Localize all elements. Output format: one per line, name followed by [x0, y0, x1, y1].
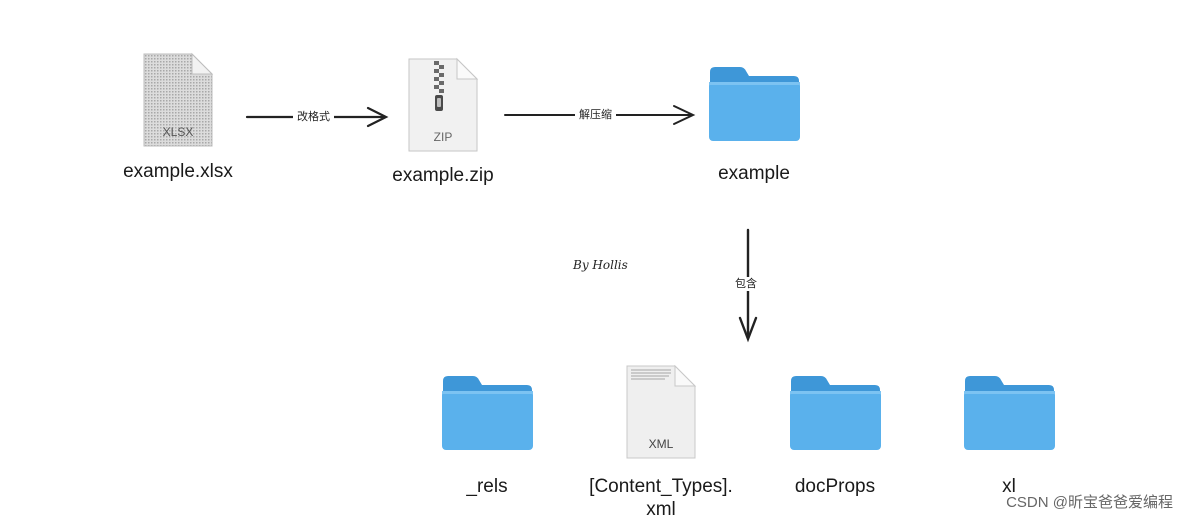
xl-folder-item[interactable]: xl [941, 373, 1077, 498]
zip-file-icon: ZIP [407, 57, 479, 153]
folder-icon [961, 373, 1057, 453]
example-folder-name: example [718, 163, 790, 184]
xlsx-file-icon: XLSX [142, 52, 214, 148]
xlsx-file-name: example.xlsx [123, 161, 233, 182]
zip-file-name: example.zip [392, 165, 494, 186]
content-types-file-name: [Content_Types]. xml [589, 475, 733, 521]
folder-icon [787, 373, 883, 453]
xml-icon-text: XML [649, 437, 674, 451]
content-types-name-line2: xml [646, 499, 676, 520]
author-signature: By Hollis [573, 258, 628, 272]
zip-icon-text: ZIP [434, 130, 453, 144]
xlsx-file-item[interactable]: XLSX example.xlsx [110, 52, 246, 183]
contains-label: 包含 [731, 277, 761, 291]
rels-folder-name: _rels [466, 476, 508, 497]
example-folder-item[interactable]: example [686, 64, 822, 185]
docprops-folder-name: docProps [794, 476, 876, 497]
folder-icon [706, 64, 802, 144]
xml-file-icon: XML [625, 364, 697, 460]
content-types-name-line1: [Content_Types]. [589, 476, 733, 497]
zipper-graphic [434, 61, 444, 111]
rels-folder-item[interactable]: _rels [419, 373, 555, 498]
content-types-file-item[interactable]: XML [Content_Types]. xml [576, 364, 746, 521]
zip-file-item[interactable]: ZIP example.zip [375, 57, 511, 187]
rename-label: 改格式 [293, 110, 334, 124]
xml-lines-graphic [631, 369, 671, 380]
unzip-label: 解压缩 [575, 108, 616, 122]
xlsx-icon-text: XLSX [163, 125, 194, 139]
folder-icon [439, 373, 535, 453]
csdn-watermark: CSDN @昕宝爸爸爱编程 [1006, 494, 1173, 511]
docprops-folder-item[interactable]: docProps [767, 373, 903, 498]
xl-folder-name: xl [1002, 476, 1016, 497]
